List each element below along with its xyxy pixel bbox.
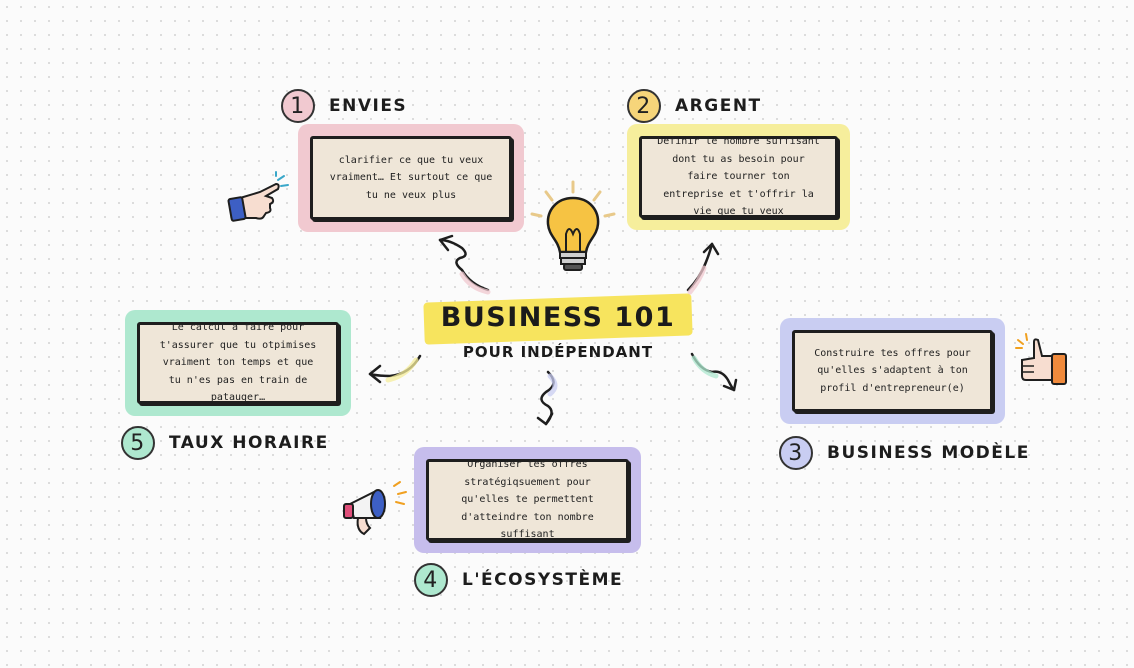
section-2-card: Définir le nombre suffisant dont tu as b… (627, 124, 850, 230)
diagram-title: BUSINESS 101 (440, 302, 676, 333)
section-1-title: 1 ENVIES (281, 89, 407, 123)
section-3-card: Construire tes offres pour qu'elles s'ad… (780, 318, 1005, 424)
section-5-card: Le calcul a faire pour t'assurer que tu … (125, 310, 351, 416)
section-1-label: ENVIES (329, 96, 408, 116)
section-2-label: ARGENT (675, 96, 762, 116)
section-3-title: 3 BUSINESS MODÈLE (779, 436, 1030, 470)
megaphone-icon (343, 481, 407, 536)
section-2-number: 2 (627, 89, 661, 123)
thumbs-up-icon (1015, 333, 1067, 385)
section-4-number: 4 (414, 563, 448, 597)
section-4-text: Organiser tes offres stratégiqsuement po… (426, 459, 629, 541)
arrow-icon (686, 242, 714, 292)
lightbulb-icon (530, 180, 616, 271)
arrow-icon (690, 352, 736, 392)
diagram-subtitle: POUR INDÉPENDANT (462, 343, 654, 361)
section-5-number: 5 (121, 426, 155, 460)
section-2-title: 2 ARGENT (627, 89, 762, 123)
section-5-title: 5 TAUX HORAIRE (121, 426, 329, 460)
section-4-card: Organiser tes offres stratégiqsuement po… (414, 447, 641, 553)
section-1-text: clarifier ce que tu veux vraiment… Et su… (310, 136, 512, 220)
section-5-text: Le calcul a faire pour t'assurer que tu … (137, 322, 339, 404)
section-3-text: Construire tes offres pour qu'elles s'ad… (792, 330, 993, 412)
section-4-label: L'ÉCOSYSTÈME (462, 570, 624, 590)
arrow-icon (438, 238, 490, 292)
section-1-card: clarifier ce que tu veux vraiment… Et su… (298, 124, 524, 232)
section-4-title: 4 L'ÉCOSYSTÈME (414, 563, 623, 597)
pointing-hand-icon (227, 171, 289, 222)
section-2-text: Définir le nombre suffisant dont tu as b… (639, 136, 838, 218)
section-5-label: TAUX HORAIRE (169, 433, 329, 453)
section-1-number: 1 (281, 89, 315, 123)
section-3-label: BUSINESS MODÈLE (827, 443, 1030, 463)
section-3-number: 3 (779, 436, 813, 470)
